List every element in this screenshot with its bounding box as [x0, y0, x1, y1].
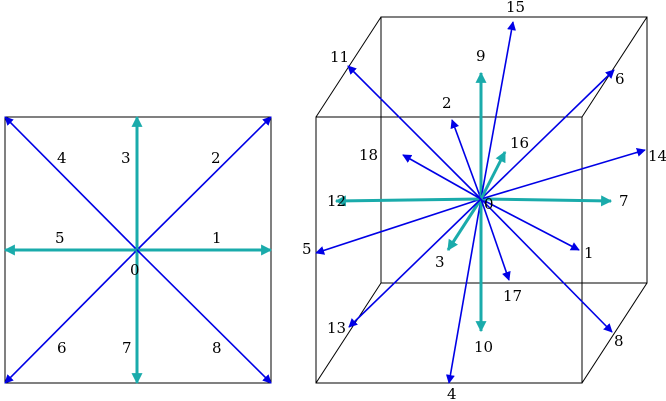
cube-vector-label-17: 17	[503, 287, 522, 305]
cube-vector-label-3: 3	[435, 253, 445, 271]
cube-vector-label-5: 5	[302, 240, 312, 258]
cube-vector-5	[315, 198, 482, 255]
cube-vector-15	[480, 21, 516, 200]
cube-vector-label-4: 4	[447, 385, 457, 401]
cube-edge	[315, 282, 382, 384]
cube-vector-18	[402, 154, 482, 200]
square-vector-label-3: 3	[121, 149, 131, 167]
cube-vector-2	[450, 119, 482, 200]
cube-vector-11	[347, 65, 482, 200]
square-lattice-d2q9: 1 2 3 4 5 6 7 8 0	[3, 115, 273, 385]
cube-vector-12	[334, 195, 482, 207]
cube-vector-8	[480, 198, 613, 333]
square-vector-4	[4, 116, 138, 251]
cube-vector-7	[480, 195, 613, 207]
cube-vector-label-10: 10	[474, 338, 493, 356]
cube-vector-1	[480, 198, 580, 251]
cube-vector-label-9: 9	[476, 47, 486, 65]
cube-origin-label: 0	[484, 195, 494, 213]
square-vector-8	[136, 249, 272, 384]
cube-vector-4	[445, 198, 482, 384]
square-vector-label-2: 2	[211, 149, 221, 167]
square-vector-label-5: 5	[55, 229, 65, 247]
cube-vector-16	[479, 151, 507, 200]
square-vector-label-7: 7	[122, 339, 132, 357]
square-vector-label-8: 8	[212, 339, 222, 357]
cube-edge	[581, 282, 648, 384]
cube-vector-14	[480, 148, 646, 200]
cube-vector-label-8: 8	[614, 332, 624, 350]
square-vectors: 1 2 3 4 5 6 7 8	[3, 115, 273, 385]
cube-vector-3	[446, 198, 483, 251]
square-origin-label: 0	[130, 261, 140, 279]
cube-vector-label-14: 14	[648, 147, 666, 165]
cube-vector-label-2: 2	[442, 94, 452, 112]
cube-vector-label-11: 11	[330, 48, 349, 66]
cube-vector-17	[480, 198, 511, 281]
cube-vector-label-18: 18	[359, 146, 378, 164]
square-vector-6	[4, 249, 138, 384]
square-vector-label-1: 1	[212, 229, 222, 247]
cube-vector-label-16: 16	[510, 134, 529, 152]
cube-vector-label-6: 6	[615, 70, 625, 88]
cube-back-face	[380, 16, 648, 284]
cube-vector-label-13: 13	[327, 319, 346, 337]
cube-vector-13	[348, 198, 482, 328]
square-vector-label-4: 4	[57, 149, 67, 167]
cube-vector-label-12: 12	[327, 192, 346, 210]
cube-vector-6	[480, 69, 615, 200]
cube-edge	[581, 16, 648, 118]
square-vector-2	[136, 116, 272, 251]
square-vector-label-6: 6	[57, 339, 67, 357]
cube-vector-label-15: 15	[506, 0, 525, 16]
cube-vector-label-7: 7	[619, 192, 629, 210]
cube-vector-label-1: 1	[584, 244, 594, 262]
